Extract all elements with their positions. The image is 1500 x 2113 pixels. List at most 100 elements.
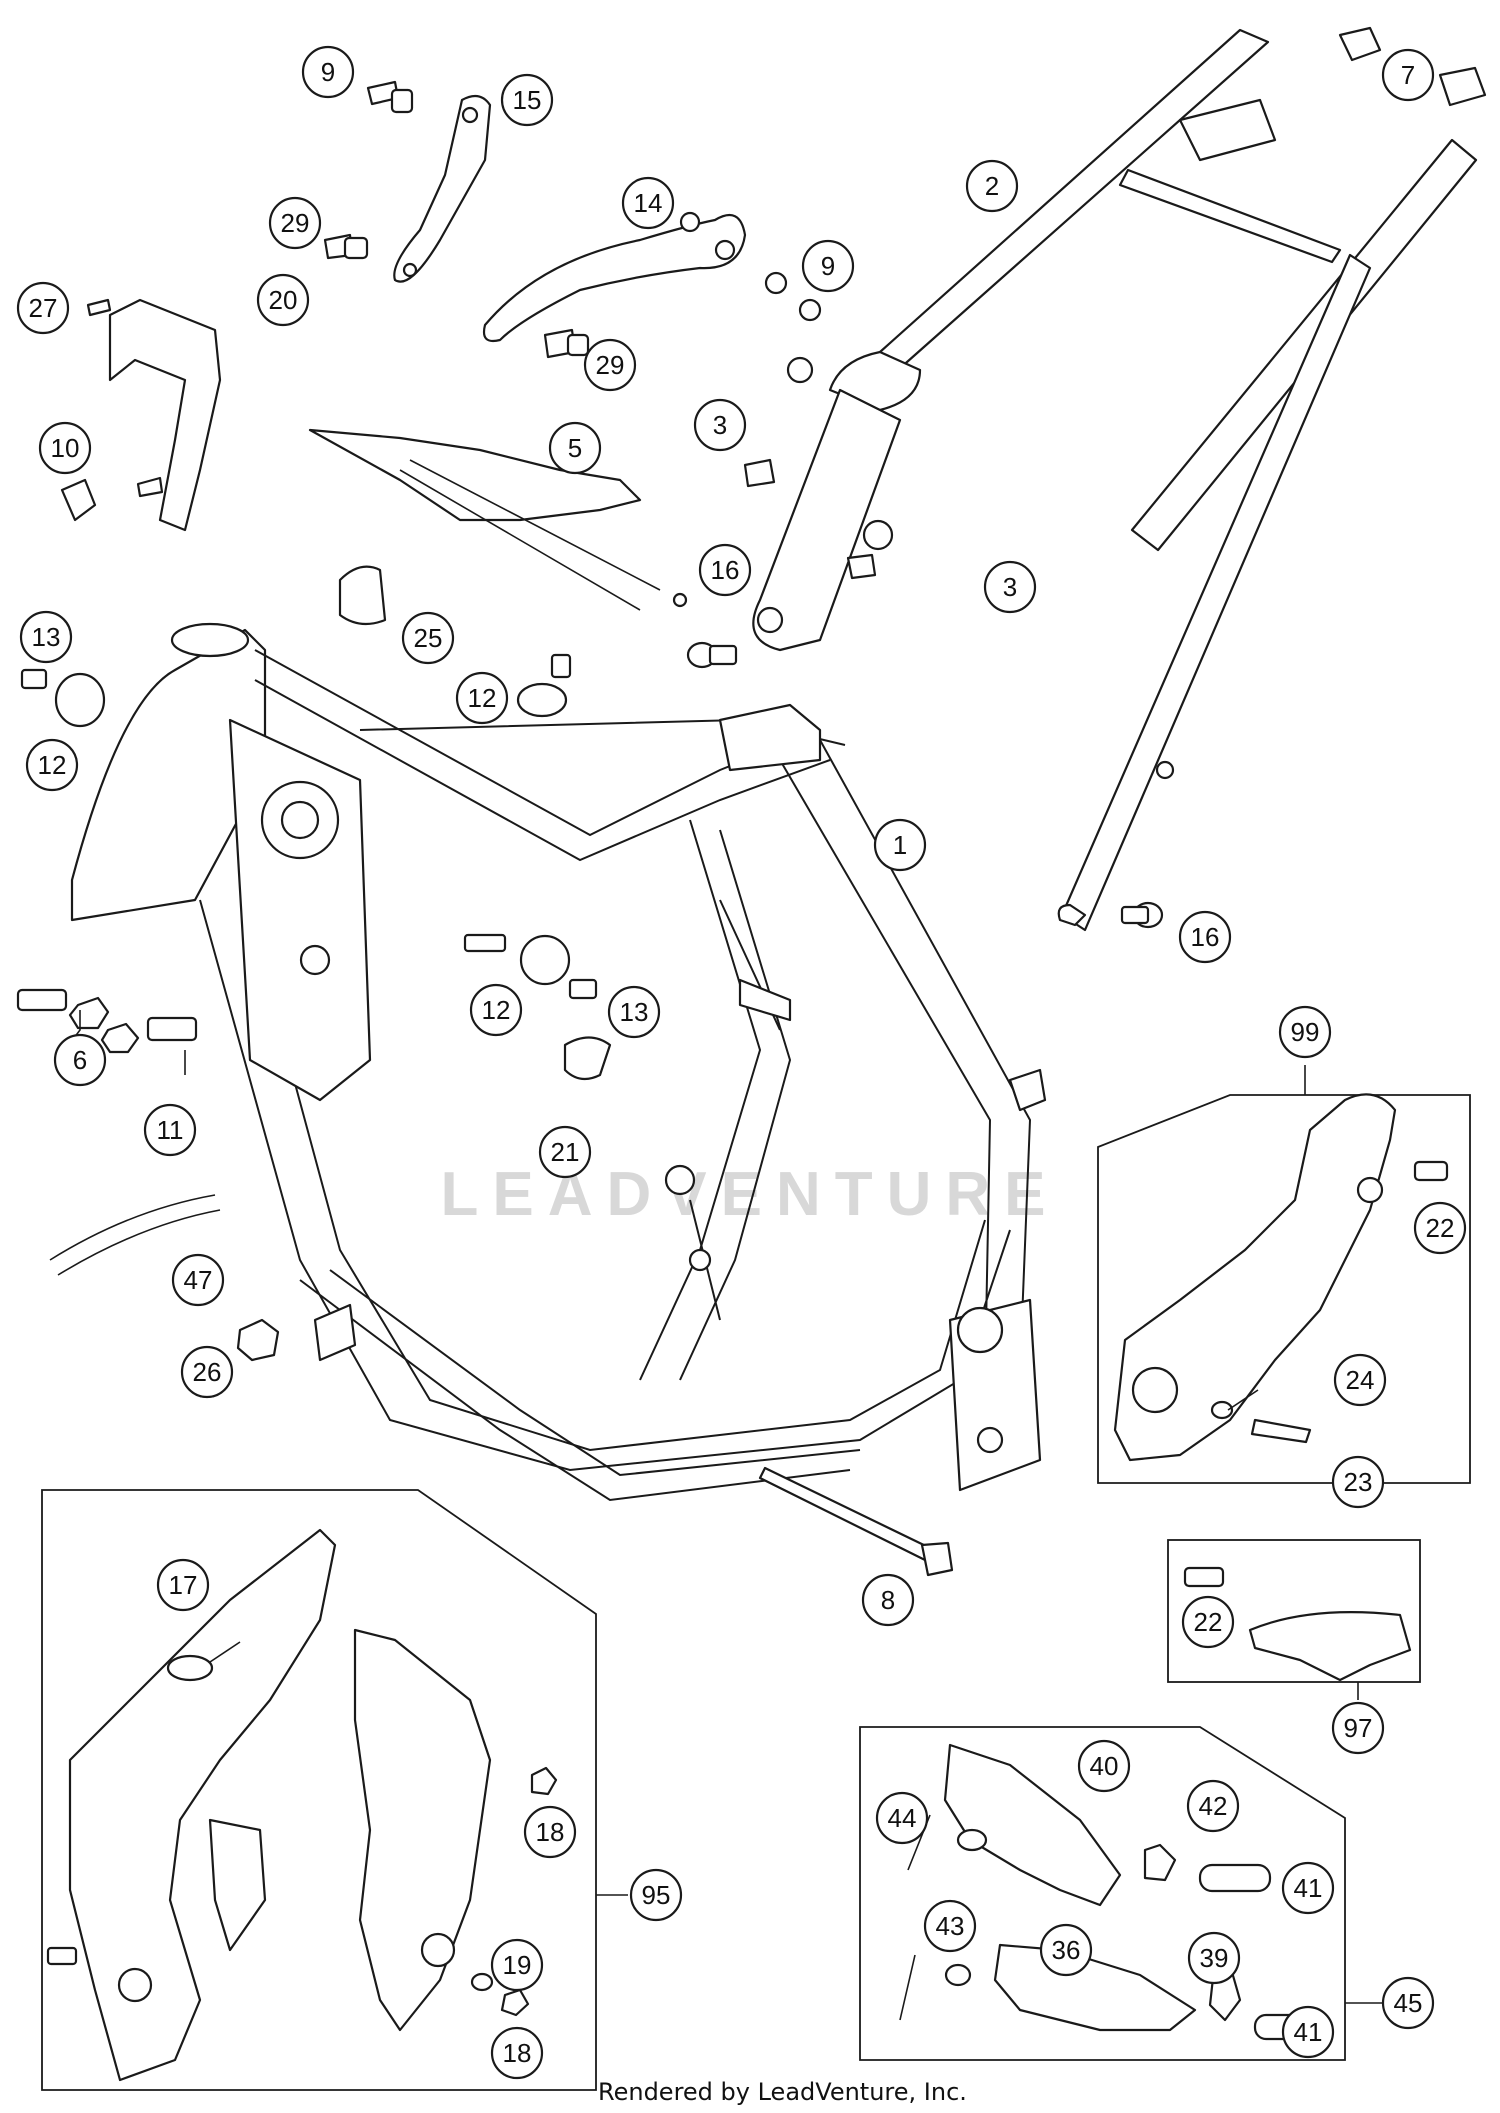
callout-13: 13 bbox=[607, 985, 661, 1039]
callout-5: 5 bbox=[548, 421, 602, 475]
callout-22: 22 bbox=[1413, 1201, 1467, 1255]
callout-number: 17 bbox=[169, 1570, 198, 1600]
callout-36: 36 bbox=[1039, 1923, 1093, 1977]
callout-6: 6 bbox=[53, 1033, 107, 1087]
callout-number: 9 bbox=[821, 251, 835, 281]
callout-circle bbox=[500, 73, 554, 127]
callout-circle bbox=[1278, 1005, 1332, 1059]
callout-circle bbox=[19, 610, 73, 664]
callout-circle bbox=[607, 985, 661, 1039]
callout-number: 12 bbox=[38, 750, 67, 780]
callout-circle bbox=[171, 1253, 225, 1307]
guard-part bbox=[1183, 1566, 1412, 1682]
callout-circle bbox=[583, 338, 637, 392]
callout-circle bbox=[965, 159, 1019, 213]
group-99-box bbox=[1097, 1094, 1471, 1484]
group-45-box bbox=[859, 1726, 1346, 2061]
callout-circle bbox=[1186, 1779, 1240, 1833]
frame-guard-parts bbox=[46, 1528, 558, 2082]
callout-circle bbox=[53, 1033, 107, 1087]
callout-number: 2 bbox=[985, 171, 999, 201]
callout-12: 12 bbox=[455, 671, 509, 725]
main-frame-part bbox=[70, 622, 1047, 1502]
group-97-box bbox=[1167, 1539, 1421, 1683]
callout-number: 20 bbox=[269, 285, 298, 315]
callout-22: 22 bbox=[1181, 1595, 1235, 1649]
callout-3: 3 bbox=[693, 398, 747, 452]
heel-guard-part bbox=[1113, 1093, 1449, 1462]
callout-14: 14 bbox=[621, 176, 675, 230]
callout-47: 47 bbox=[171, 1253, 225, 1307]
callout-circle bbox=[143, 1103, 197, 1157]
callout-41: 41 bbox=[1281, 2005, 1335, 2059]
callout-number: 21 bbox=[551, 1137, 580, 1167]
callout-circle bbox=[1381, 1976, 1435, 2030]
callout-circle bbox=[401, 611, 455, 665]
callout-circle bbox=[16, 281, 70, 335]
callout-13: 13 bbox=[19, 610, 73, 664]
callout-number: 8 bbox=[881, 1585, 895, 1615]
callout-number: 14 bbox=[634, 188, 663, 218]
callout-39: 39 bbox=[1187, 1931, 1241, 1985]
callout-circle bbox=[1187, 1931, 1241, 1985]
callout-number: 41 bbox=[1294, 1873, 1323, 1903]
callout-8: 8 bbox=[861, 1573, 915, 1627]
callout-circle bbox=[875, 1791, 929, 1845]
callout-number: 12 bbox=[482, 995, 511, 1025]
clip-part bbox=[1338, 26, 1487, 107]
callout-11: 11 bbox=[143, 1103, 197, 1157]
callout-circle bbox=[38, 421, 92, 475]
callout-number: 99 bbox=[1291, 1017, 1320, 1047]
callout-number: 29 bbox=[596, 350, 625, 380]
leader-lines bbox=[64, 1010, 1400, 2004]
callout-circle bbox=[1281, 2005, 1335, 2059]
callout-42: 42 bbox=[1186, 1779, 1240, 1833]
callout-19: 19 bbox=[490, 1938, 544, 1992]
callout-12: 12 bbox=[25, 738, 79, 792]
callout-number: 12 bbox=[468, 683, 497, 713]
callout-21: 21 bbox=[538, 1125, 592, 1179]
callout-circle bbox=[25, 738, 79, 792]
callout-number: 19 bbox=[503, 1950, 532, 1980]
callout-16: 16 bbox=[1178, 910, 1232, 964]
callout-number: 29 bbox=[281, 208, 310, 238]
callout-number: 41 bbox=[1294, 2017, 1323, 2047]
callout-circle bbox=[698, 543, 752, 597]
callout-number: 36 bbox=[1052, 1935, 1081, 1965]
callout-circle bbox=[469, 983, 523, 1037]
callout-number: 97 bbox=[1344, 1713, 1373, 1743]
callout-number: 3 bbox=[1003, 572, 1017, 602]
callout-1: 1 bbox=[873, 818, 927, 872]
callout-labels: 1233567899101112121213131415161617181819… bbox=[16, 45, 1467, 2080]
callout-circle bbox=[455, 671, 509, 725]
callout-circle bbox=[1181, 1595, 1235, 1649]
callout-circle bbox=[923, 1899, 977, 1953]
callout-15: 15 bbox=[500, 73, 554, 127]
callout-number: 18 bbox=[503, 2038, 532, 2068]
callout-number: 45 bbox=[1394, 1988, 1423, 2018]
callout-circle bbox=[621, 176, 675, 230]
callout-number: 7 bbox=[1401, 60, 1415, 90]
callout-number: 47 bbox=[184, 1265, 213, 1295]
callout-circle bbox=[1333, 1353, 1387, 1407]
callout-number: 22 bbox=[1426, 1213, 1455, 1243]
subframe-part bbox=[752, 28, 1478, 932]
callout-number: 16 bbox=[1191, 922, 1220, 952]
callout-number: 9 bbox=[321, 57, 335, 87]
callout-number: 3 bbox=[713, 410, 727, 440]
callout-circle bbox=[1077, 1739, 1131, 1793]
callout-circle bbox=[256, 273, 310, 327]
callout-9: 9 bbox=[801, 239, 855, 293]
callout-number: 26 bbox=[193, 1357, 222, 1387]
callout-circle bbox=[1178, 910, 1232, 964]
callout-number: 13 bbox=[620, 997, 649, 1027]
callout-26: 26 bbox=[180, 1345, 234, 1399]
callout-circle bbox=[156, 1558, 210, 1612]
callout-number: 22 bbox=[1194, 1607, 1223, 1637]
callout-number: 44 bbox=[888, 1803, 917, 1833]
callout-circle bbox=[490, 2026, 544, 2080]
callout-number: 18 bbox=[536, 1817, 565, 1847]
callout-18: 18 bbox=[490, 2026, 544, 2080]
callout-number: 16 bbox=[711, 555, 740, 585]
